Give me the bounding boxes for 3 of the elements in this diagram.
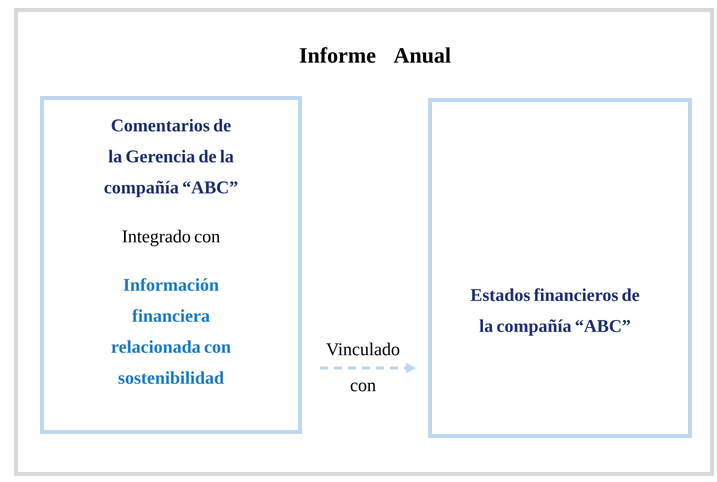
text-box: Comentarios de la Gerencia de la compañía “ABC” Integrado con Información financiera relacionada con sostenibilidad [40, 96, 302, 434]
text-box: Estados financieros de la compañía “ABC” [428, 98, 692, 438]
edge-label: Vinculado con [326, 342, 400, 392]
